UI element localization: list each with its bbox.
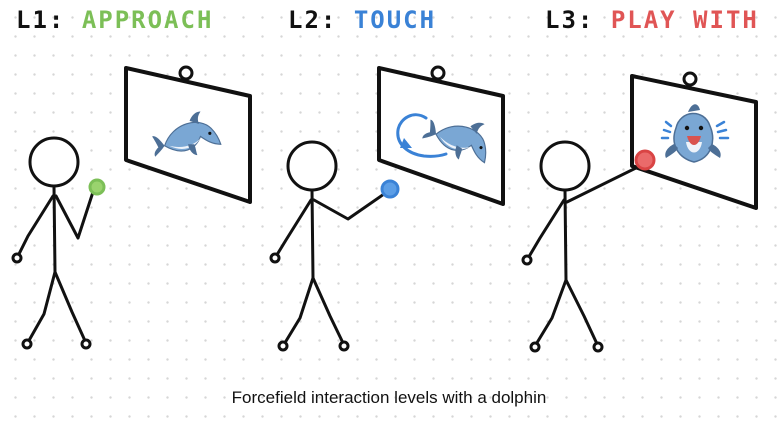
level-1-action: APPROACH [81, 6, 214, 34]
level-2-title: L2: TOUCH [288, 6, 436, 34]
blue-hand-marker [380, 179, 400, 199]
dolphin-happy-icon [660, 104, 730, 163]
level-1-scene [11, 65, 252, 350]
level-1-tag: L1: [16, 6, 66, 34]
red-hand-marker [634, 149, 656, 171]
level-3-title: L3: PLAY WITH [545, 6, 759, 34]
stick-figure-1 [11, 136, 95, 350]
level-3-scene [521, 71, 758, 353]
stick-figure-3 [521, 140, 638, 353]
level-2-tag: L2: [288, 6, 338, 34]
level-2-action: TOUCH [353, 6, 437, 34]
green-hand-marker [88, 178, 106, 196]
level-3-tag: L3: [545, 6, 595, 34]
stick-figure-2 [269, 140, 386, 352]
level-3-action: PLAY WITH [610, 6, 759, 34]
level-1-title: L1: APPROACH [16, 6, 213, 34]
figure-caption: Forcefield interaction levels with a dol… [231, 388, 547, 407]
level-2-scene [269, 65, 505, 352]
